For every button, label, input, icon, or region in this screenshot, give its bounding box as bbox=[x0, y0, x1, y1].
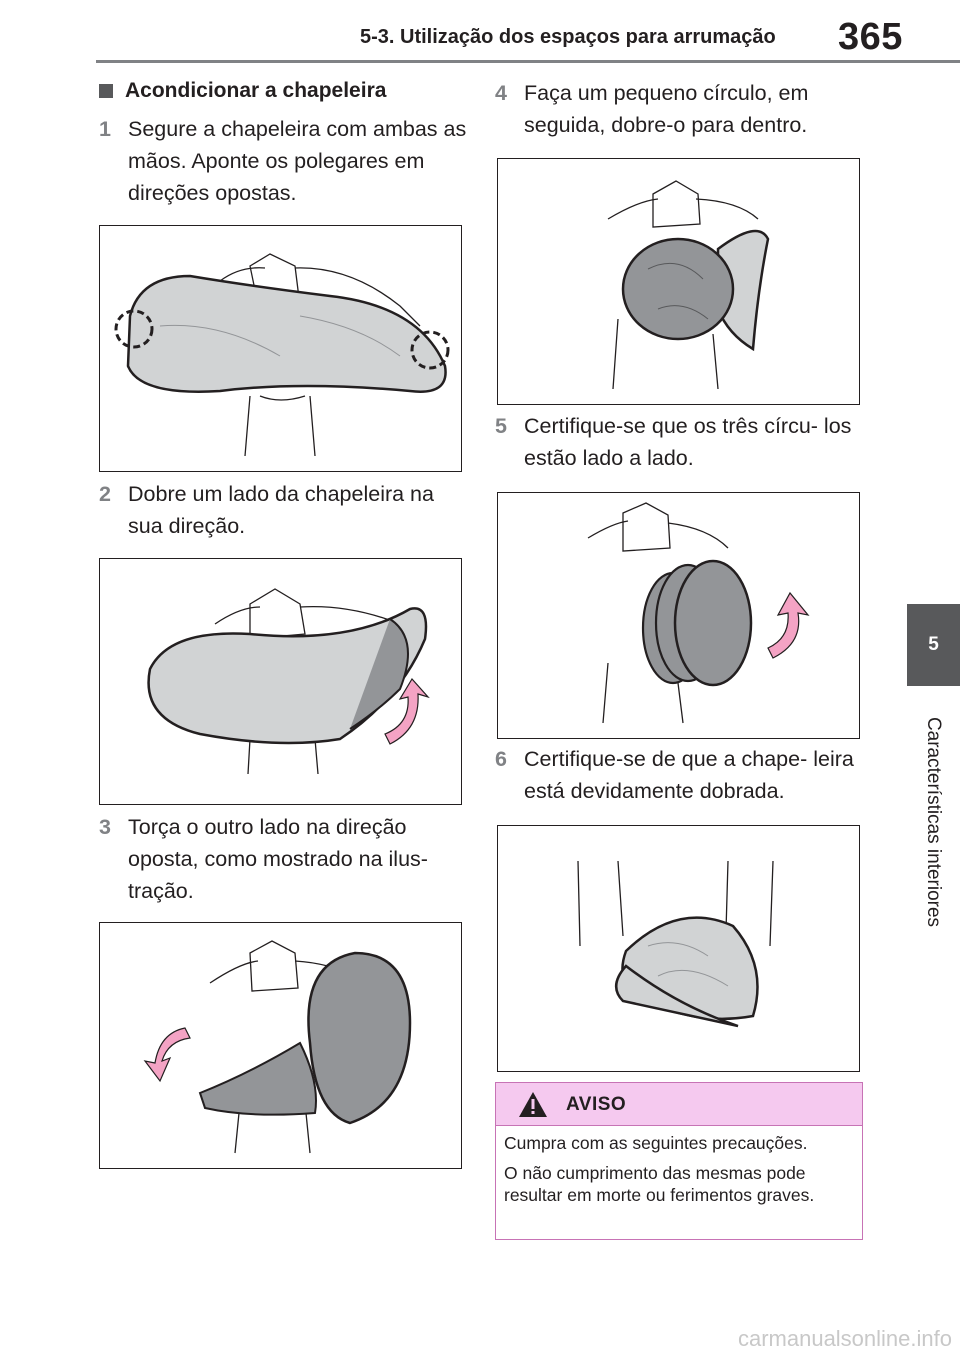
step-number: 2 bbox=[99, 482, 111, 506]
figure-hold-shelf bbox=[99, 225, 462, 472]
step-1: 1 Segure a chapeleira com ambas as mãos.… bbox=[99, 113, 469, 209]
illustration-twist-side bbox=[143, 940, 412, 1154]
warning-line: O não cumprimento das mesmas pode result… bbox=[504, 1163, 815, 1205]
section-title: 5-3. Utilização dos espaços para arrumaç… bbox=[360, 26, 776, 48]
chapter-number: 5 bbox=[928, 634, 939, 655]
watermark: carmanualsonline.info bbox=[737, 1326, 952, 1351]
illustration-three-circles bbox=[587, 502, 810, 724]
step-number: 5 bbox=[495, 414, 507, 438]
figure-three-circles bbox=[497, 492, 860, 739]
square-bullet-icon bbox=[99, 84, 113, 98]
figure-fold-side bbox=[99, 558, 462, 805]
step-number: 4 bbox=[495, 81, 507, 105]
step-4: 4 Faça um pequeno círculo, em seguida, d… bbox=[495, 77, 865, 141]
step-number: 3 bbox=[99, 815, 111, 839]
chapter-tab: 5 bbox=[907, 604, 960, 686]
step-number: 1 bbox=[99, 117, 111, 141]
warning-box: AVISO Cumpra com as seguintes precauções… bbox=[495, 1082, 863, 1240]
illustration-hold-shelf bbox=[114, 253, 450, 457]
section-heading: Acondicionar a chapeleira bbox=[99, 79, 386, 103]
step-text: Certifique-se de que a chape- leira está… bbox=[524, 747, 854, 803]
illustration-small-circle bbox=[607, 180, 770, 390]
step-text: Certifique-se que os três círcu- los est… bbox=[524, 414, 852, 470]
warning-line: Cumpra com as seguintes precauções. bbox=[504, 1133, 808, 1153]
figure-folded-shelf bbox=[497, 825, 860, 1072]
illustration-fold-side bbox=[147, 588, 430, 775]
section-heading-text: Acondicionar a chapeleira bbox=[125, 79, 387, 102]
page-number: 365 bbox=[838, 16, 903, 58]
step-text: Torça o outro lado na direção oposta, co… bbox=[128, 815, 428, 903]
step-3: 3 Torça o outro lado na direção oposta, … bbox=[99, 811, 469, 907]
warning-header: AVISO bbox=[496, 1083, 862, 1126]
step-text: Faça um pequeno círculo, em seguida, dob… bbox=[524, 81, 809, 137]
step-5: 5 Certifique-se que os três círcu- los e… bbox=[495, 410, 865, 474]
header-rule bbox=[96, 60, 960, 63]
step-text: Dobre um lado da chapeleira na sua direç… bbox=[128, 482, 434, 538]
step-number: 6 bbox=[495, 747, 507, 771]
figure-small-circle bbox=[497, 158, 860, 405]
illustration-folded-shelf bbox=[577, 860, 774, 1028]
step-text: Segure a chapeleira com ambas as mãos. A… bbox=[128, 117, 467, 205]
warning-body: Cumpra com as seguintes precauções. O nã… bbox=[496, 1126, 862, 1206]
warning-triangle-icon bbox=[519, 1092, 547, 1117]
step-2: 2 Dobre um lado da chapeleira na sua dir… bbox=[99, 478, 469, 542]
figure-twist-side bbox=[99, 922, 462, 1169]
step-6: 6 Certifique-se de que a chape- leira es… bbox=[495, 743, 865, 807]
chapter-label: Características interiores bbox=[923, 716, 944, 928]
warning-title: AVISO bbox=[566, 1094, 627, 1115]
